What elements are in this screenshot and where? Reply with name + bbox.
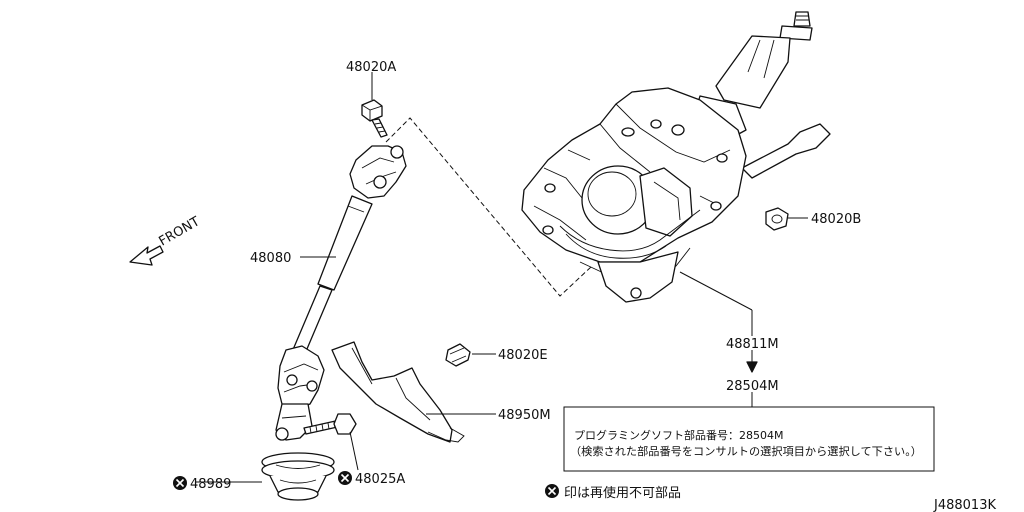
legend-text: 印は再使用不可部品 xyxy=(564,485,681,501)
column-cover-48950m xyxy=(331,341,465,443)
x-circle-icon xyxy=(173,476,187,490)
x-circle-icon xyxy=(545,484,559,498)
intermediate-shaft xyxy=(275,99,407,441)
programming-note-box: プログラミングソフト部品番号：28504M （検索された部品番号をコンサルトの選… xyxy=(563,406,935,472)
bolt-48025a xyxy=(303,413,357,435)
connection-dashed-line xyxy=(385,117,593,297)
label-48020b: 48020B xyxy=(811,212,861,227)
label-48811m: 48811M xyxy=(726,337,779,352)
label-48989: 48989 xyxy=(190,477,231,492)
label-48020a: 48020A xyxy=(346,60,396,75)
non-reusable-legend: 印は再使用不可部品 xyxy=(545,484,681,501)
label-48025a: 48025A xyxy=(355,472,405,487)
label-48025a-group: 48025A xyxy=(338,471,405,487)
label-28504m: 28504M xyxy=(726,379,779,394)
steering-column-assembly xyxy=(521,11,831,303)
bolt-48020a xyxy=(361,99,388,138)
boot-48989 xyxy=(261,452,335,501)
front-label: FRONT xyxy=(157,214,203,249)
label-48080: 48080 xyxy=(250,251,291,266)
note-line-1: プログラミングソフト部品番号：28504M xyxy=(574,428,783,442)
nut-48020b xyxy=(765,207,789,231)
leader-lines xyxy=(196,72,808,483)
label-48989-group: 48989 xyxy=(173,476,231,492)
front-arrow: FRONT xyxy=(129,214,203,266)
label-48950m: 48950M xyxy=(498,408,551,423)
x-circle-icon xyxy=(338,471,352,485)
diagram-code: J488013K xyxy=(933,498,996,512)
clip-48020e xyxy=(445,343,471,367)
label-48020e: 48020E xyxy=(498,348,548,363)
note-line-2: （検索された部品番号をコンサルトの選択項目から選択して下さい。） xyxy=(570,444,922,458)
